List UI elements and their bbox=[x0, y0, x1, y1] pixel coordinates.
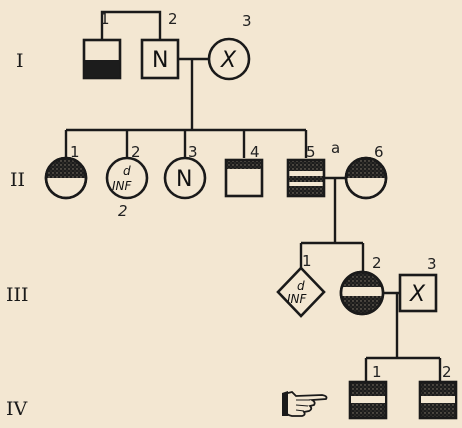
individual-mark: X bbox=[220, 48, 237, 73]
individual-II-3: N 3 bbox=[163, 143, 207, 200]
individual-suffix: a bbox=[331, 139, 340, 157]
individual-number: 4 bbox=[250, 143, 260, 161]
individual-number: 1 bbox=[302, 252, 312, 270]
individual-mark: N bbox=[176, 167, 192, 192]
individual-III-3: X 3 bbox=[398, 255, 438, 313]
individual-number: 3 bbox=[427, 255, 437, 273]
individual-mark: X bbox=[409, 282, 426, 307]
individual-IV-1: 1 bbox=[348, 363, 388, 420]
individual-II-2: d INF 2 2 bbox=[105, 143, 149, 220]
individual-number: 1 bbox=[70, 143, 80, 161]
generation-label-I: I bbox=[16, 50, 24, 72]
generation-label-II: II bbox=[10, 169, 25, 191]
individual-number: 2 bbox=[372, 254, 382, 272]
individual-number: 3 bbox=[188, 143, 198, 161]
individual-mark: N bbox=[152, 48, 168, 73]
individual-line-1: d bbox=[123, 164, 131, 178]
generation-label-III: III bbox=[6, 284, 29, 306]
individual-III-1: d INF 1 bbox=[276, 252, 326, 318]
individual-II-5: 5 a bbox=[286, 139, 340, 198]
individual-number: 5 bbox=[306, 143, 316, 161]
individual-number: 2 bbox=[131, 143, 141, 161]
individual-I-2: N 2 bbox=[140, 10, 180, 80]
individual-count: 2 bbox=[118, 202, 128, 220]
individual-III-2: 2 bbox=[339, 254, 385, 316]
individual-number: 1 bbox=[100, 10, 110, 28]
generation-label-IV: IV bbox=[6, 398, 28, 420]
individual-number: 2 bbox=[168, 10, 178, 28]
pointing-hand-icon bbox=[282, 391, 328, 417]
individual-IV-2: 2 bbox=[418, 363, 458, 420]
individual-number: 6 bbox=[374, 143, 384, 161]
relationship-lines bbox=[64, 10, 442, 382]
individual-I-3: X 3 bbox=[207, 12, 252, 81]
individual-number: 1 bbox=[372, 363, 382, 381]
individual-II-4: 4 bbox=[224, 143, 264, 198]
individual-line-2: INF bbox=[287, 292, 308, 306]
individual-II-1: 1 bbox=[44, 143, 88, 200]
individual-I-1: 1 bbox=[82, 10, 122, 80]
individual-line-1: d bbox=[297, 279, 305, 293]
individual-number: 3 bbox=[242, 12, 252, 30]
individual-number: 2 bbox=[442, 363, 452, 381]
individual-line-2: INF bbox=[112, 179, 133, 193]
individual-II-6: 6 bbox=[344, 143, 388, 200]
